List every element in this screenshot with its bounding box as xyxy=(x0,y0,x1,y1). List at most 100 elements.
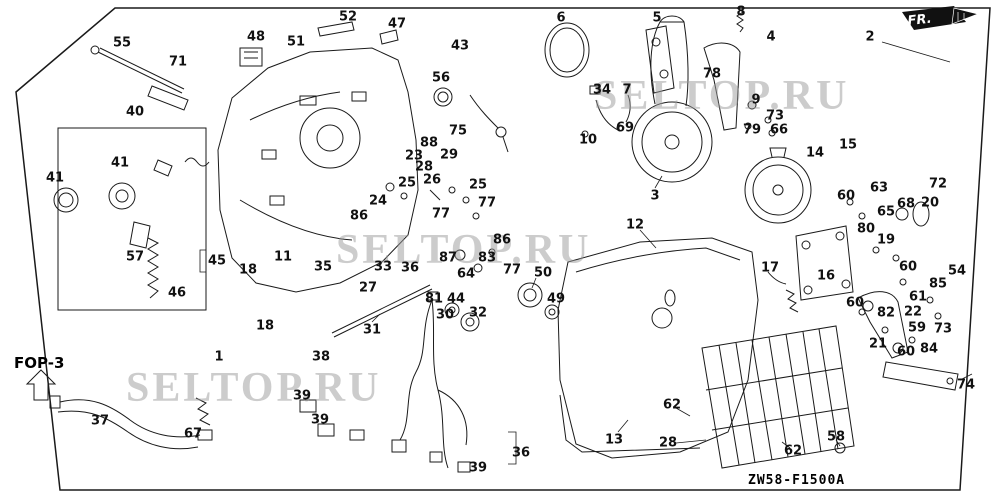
bracket-plate xyxy=(795,225,854,301)
part-number-label-21: 21 xyxy=(868,336,888,352)
part-number-label-52: 52 xyxy=(338,9,358,25)
gasket-ring xyxy=(544,22,590,78)
lock-parts-box xyxy=(53,127,210,311)
part-number-label-47: 47 xyxy=(387,16,407,32)
control-rod xyxy=(331,284,433,338)
part-number-label-18: 18 xyxy=(238,262,258,278)
part-number-label-3: 3 xyxy=(650,188,660,204)
part-number-label-41: 41 xyxy=(45,170,65,186)
part-number-label-26: 26 xyxy=(422,172,442,188)
part-number-label-25: 25 xyxy=(397,175,417,191)
part-number-label-46: 46 xyxy=(167,285,187,301)
main-harness xyxy=(299,291,471,473)
part-number-label-5: 5 xyxy=(652,10,662,26)
fr-label: FR. xyxy=(907,12,933,29)
part-number-label-36: 36 xyxy=(400,260,420,276)
fr-direction-flag: FR. xyxy=(902,6,980,30)
part-number-label-7: 7 xyxy=(622,82,632,98)
part-number-label-30: 30 xyxy=(435,307,455,323)
part-number-label-20: 20 xyxy=(920,195,940,211)
part-number-label-80: 80 xyxy=(856,221,876,237)
top-left-cable xyxy=(90,45,189,111)
part-number-label-12: 12 xyxy=(625,217,645,233)
part-number-label-84: 84 xyxy=(919,341,939,357)
part-number-label-87: 87 xyxy=(438,250,458,266)
part-number-label-31: 31 xyxy=(362,322,382,338)
part-number-label-55: 55 xyxy=(112,35,132,51)
shift-arm xyxy=(857,291,959,391)
part-number-label-60: 60 xyxy=(845,295,865,311)
top-connectors xyxy=(239,21,399,67)
part-number-label-58: 58 xyxy=(826,429,846,445)
part-number-label-88: 88 xyxy=(419,135,439,151)
part-number-label-48: 48 xyxy=(246,29,266,45)
part-number-label-86: 86 xyxy=(492,232,512,248)
part-number-label-44: 44 xyxy=(446,291,466,307)
part-number-label-29: 29 xyxy=(439,147,459,163)
part-number-label-33: 33 xyxy=(373,259,393,275)
part-number-label-50: 50 xyxy=(533,265,553,281)
part-number-label-38: 38 xyxy=(311,349,331,365)
part-number-label-39: 39 xyxy=(310,412,330,428)
part-number-label-57: 57 xyxy=(125,249,145,265)
part-number-label-63: 63 xyxy=(869,180,889,196)
diagram-part-code: ZW58-F1500A xyxy=(748,473,846,488)
part-number-label-28: 28 xyxy=(658,435,678,451)
part-number-label-24: 24 xyxy=(368,193,388,209)
left-housing xyxy=(217,47,419,293)
part-number-label-68: 68 xyxy=(896,196,916,212)
part-number-label-8: 8 xyxy=(736,4,746,20)
part-number-label-83: 83 xyxy=(477,250,497,266)
lever-arm xyxy=(703,7,744,131)
battery-cables xyxy=(49,395,213,450)
part-number-label-35: 35 xyxy=(313,259,333,275)
part-number-label-43: 43 xyxy=(450,38,470,54)
diagram-border xyxy=(15,7,991,491)
part-number-label-45: 45 xyxy=(207,253,227,269)
part-number-label-74: 74 xyxy=(956,377,976,393)
part-number-label-32: 32 xyxy=(468,305,488,321)
side-bracket xyxy=(645,25,675,94)
part-number-label-10: 10 xyxy=(578,132,598,148)
part-number-label-85: 85 xyxy=(928,276,948,292)
part-number-label-59: 59 xyxy=(907,320,927,336)
part-number-label-4: 4 xyxy=(766,29,776,45)
part-number-label-22: 22 xyxy=(903,304,923,320)
part-number-label-28: 28 xyxy=(414,159,434,175)
part-number-label-62: 62 xyxy=(662,397,682,413)
part-number-label-6: 6 xyxy=(556,10,566,26)
part-number-label-66: 66 xyxy=(769,122,789,138)
part-number-label-62: 62 xyxy=(783,443,803,459)
release-disc xyxy=(744,147,812,224)
part-number-label-65: 65 xyxy=(876,204,896,220)
page-ref-label: FOP-3 xyxy=(14,354,65,372)
part-number-label-9: 9 xyxy=(751,92,761,108)
switch-wires xyxy=(581,85,631,138)
part-number-label-37: 37 xyxy=(90,413,110,429)
right-housing xyxy=(557,237,759,459)
part-number-label-79: 79 xyxy=(742,122,762,138)
part-number-label-77: 77 xyxy=(431,206,451,222)
part-number-label-2: 2 xyxy=(865,29,875,45)
part-number-label-56: 56 xyxy=(431,70,451,86)
part-number-label-60: 60 xyxy=(836,188,856,204)
part-number-label-36: 36 xyxy=(511,445,531,461)
part-number-label-51: 51 xyxy=(286,34,306,50)
part-number-label-23: 23 xyxy=(404,148,424,164)
part-number-label-78: 78 xyxy=(702,66,722,82)
part-number-label-73: 73 xyxy=(765,108,785,124)
part-number-label-75: 75 xyxy=(448,123,468,139)
part-number-label-27: 27 xyxy=(358,280,378,296)
part-number-label-60: 60 xyxy=(896,344,916,360)
part-number-label-39: 39 xyxy=(292,388,312,404)
part-number-label-34: 34 xyxy=(592,82,612,98)
part-number-label-81: 81 xyxy=(424,291,444,307)
part-number-label-16: 16 xyxy=(816,268,836,284)
fop-arrow-icon xyxy=(25,369,57,401)
part-number-label-86: 86 xyxy=(349,208,369,224)
part-number-label-69: 69 xyxy=(615,120,635,136)
part-number-label-18: 18 xyxy=(255,318,275,334)
part-number-label-39: 39 xyxy=(468,460,488,476)
part-number-label-19: 19 xyxy=(876,232,896,248)
